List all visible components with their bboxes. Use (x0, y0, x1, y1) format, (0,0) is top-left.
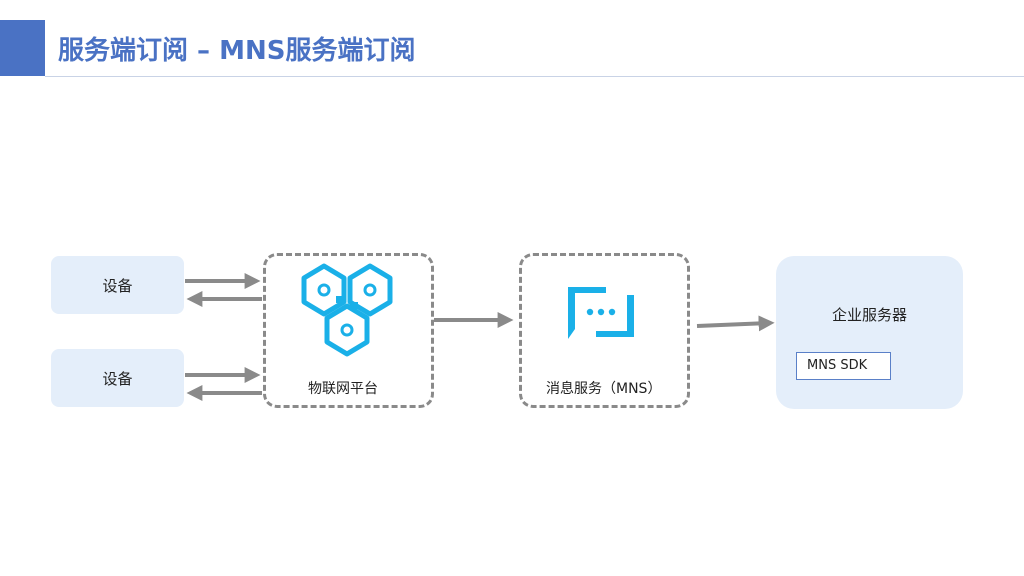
mns-sdk-box: MNS SDK (796, 352, 891, 380)
enterprise-server-box: 企业服务器 MNS SDK (776, 256, 963, 409)
iot-platform-label: 物联网平台 (308, 381, 378, 397)
page-title: 服务端订阅 – MNS服务端订阅 (58, 36, 416, 66)
iot-platform-box (263, 253, 434, 408)
mns-box (519, 253, 690, 408)
title-divider (45, 76, 1024, 77)
device-label: 设备 (102, 276, 133, 295)
iot-hexagon-cluster-icon (301, 263, 393, 357)
title-accent-bar (0, 20, 45, 76)
mns-label: 消息服务（MNS） (546, 381, 662, 397)
device-box-1: 设备 (51, 256, 184, 314)
enterprise-server-label: 企业服务器 (831, 306, 907, 324)
device-box-2: 设备 (51, 349, 184, 407)
message-bubble-icon (568, 287, 634, 339)
arrow-mns-to-server (696, 315, 775, 332)
device-label: 设备 (102, 369, 133, 388)
